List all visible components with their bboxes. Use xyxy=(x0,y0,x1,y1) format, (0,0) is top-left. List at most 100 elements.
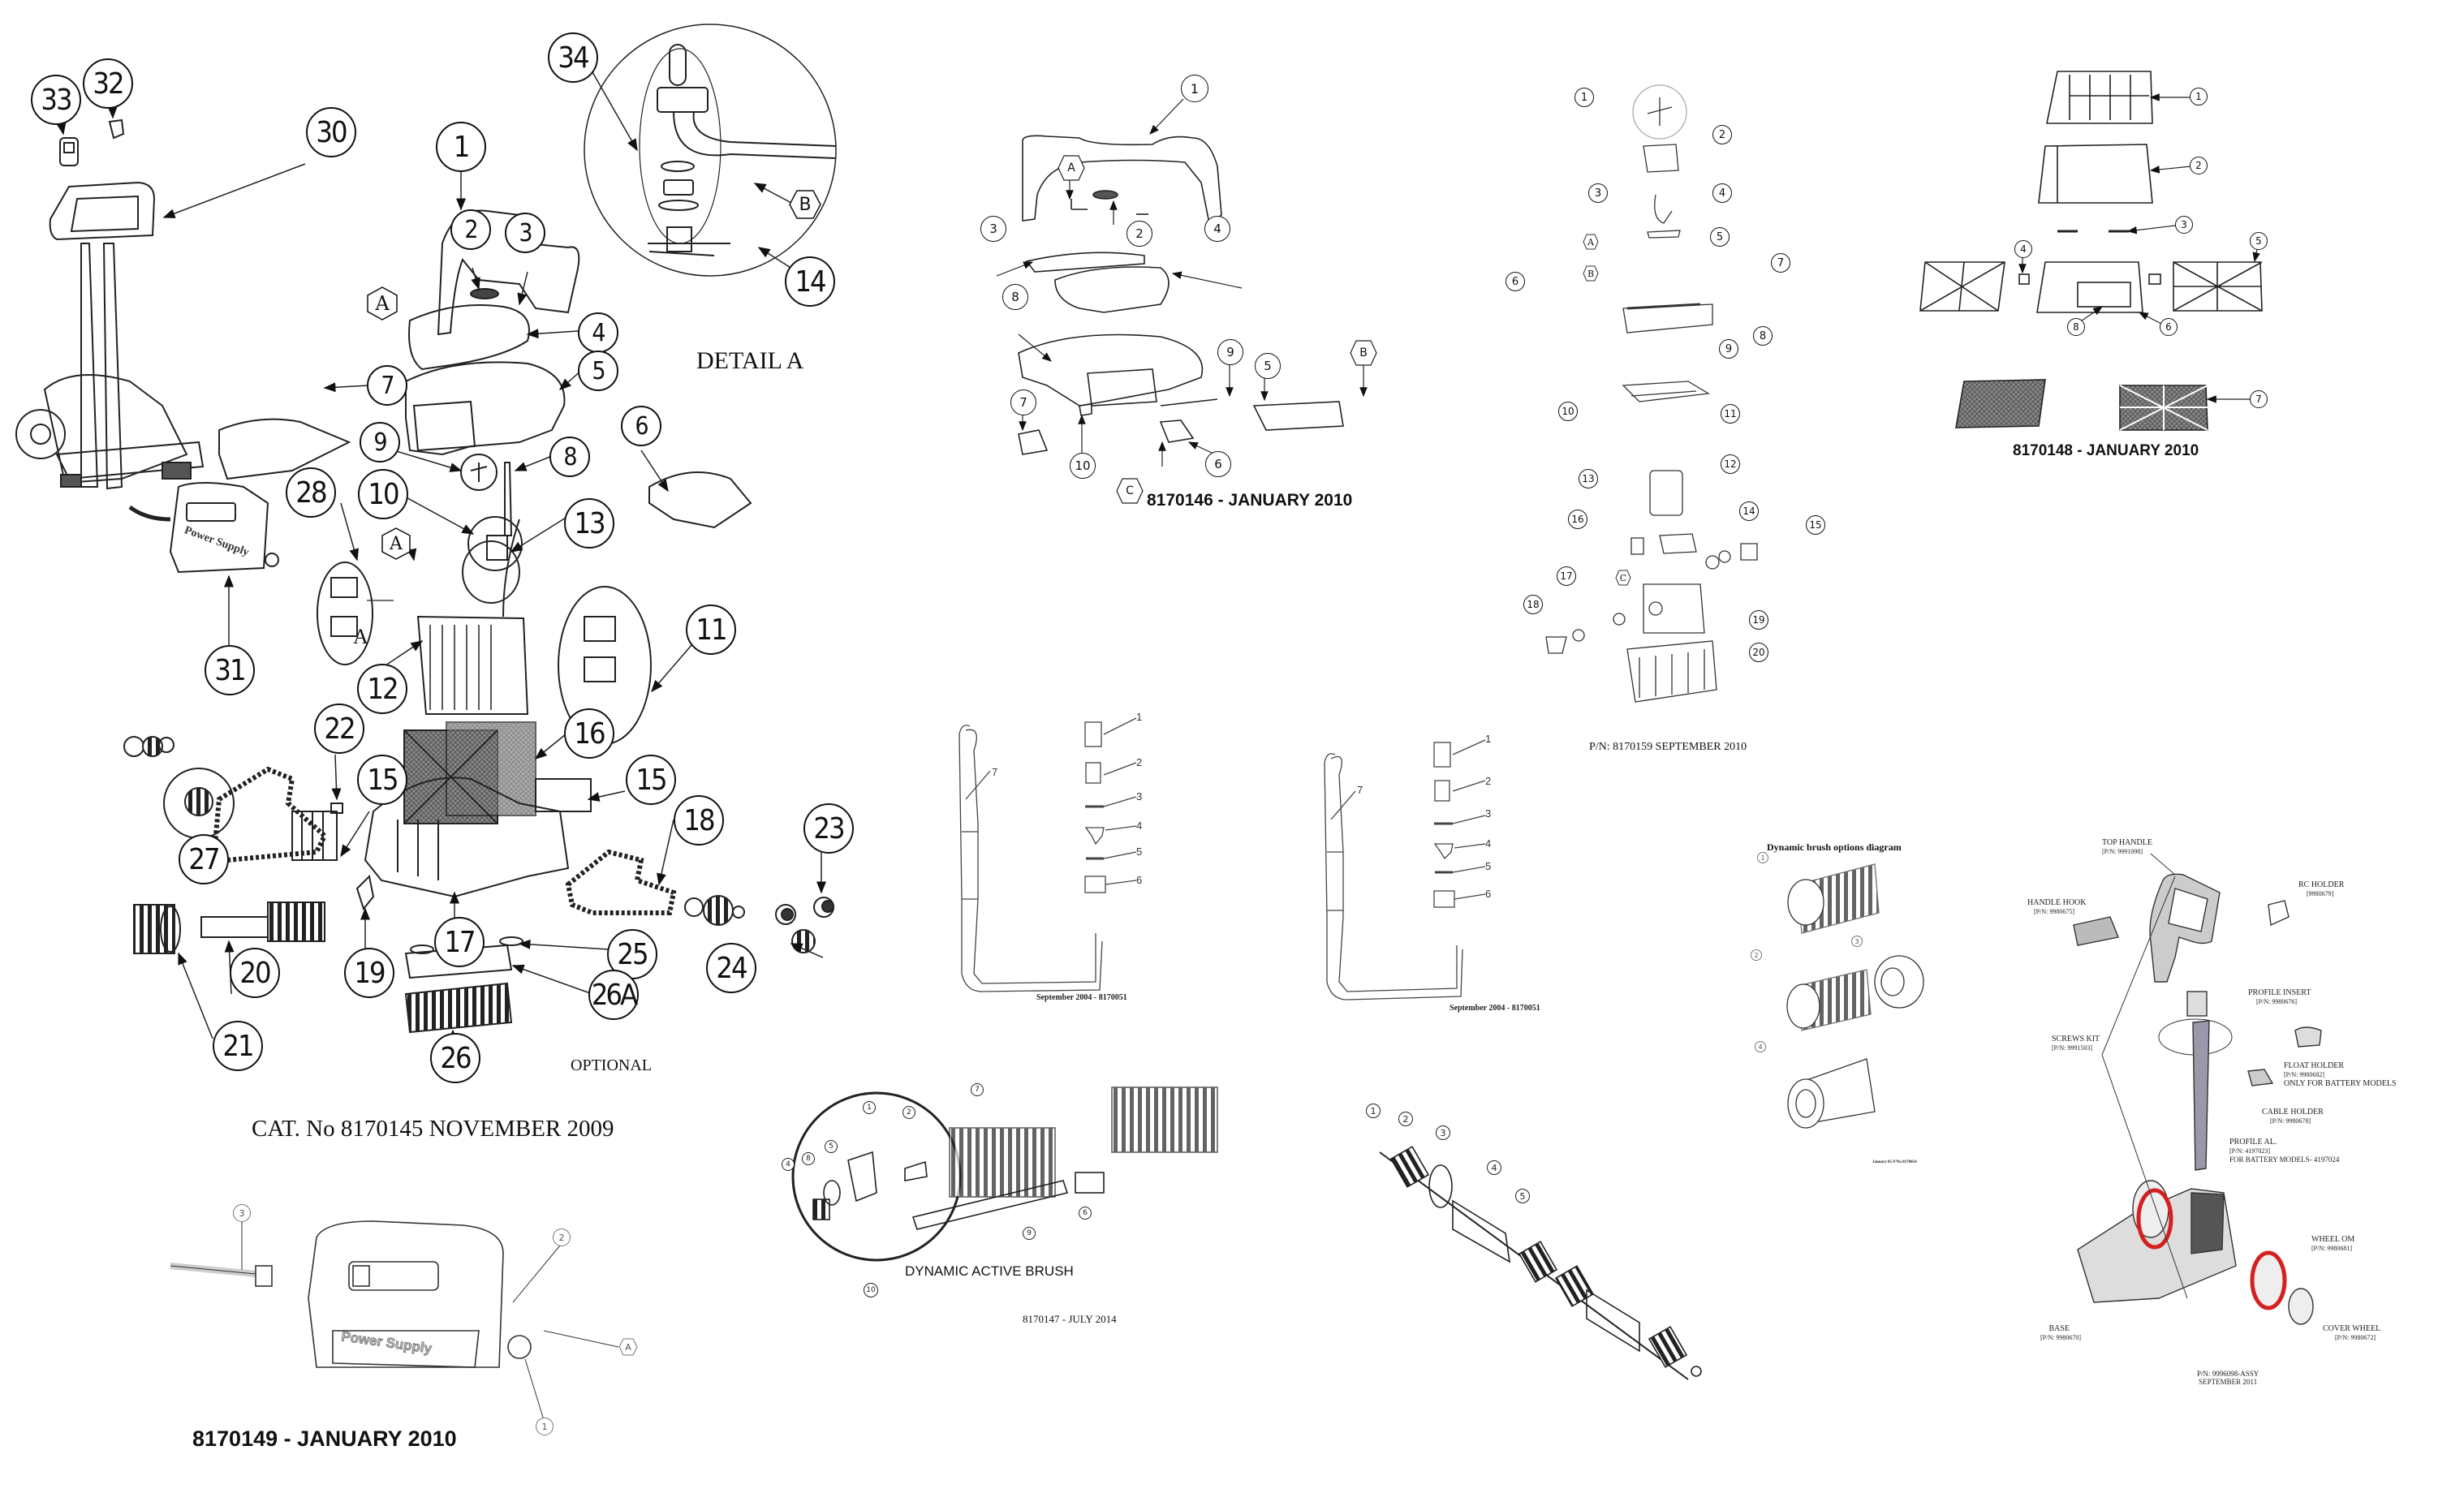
part-name: COVER WHEEL xyxy=(2323,1324,2381,1333)
callout-3: 3 xyxy=(980,216,1006,242)
callout-9: 9 xyxy=(360,422,400,463)
callout-8: 8 xyxy=(549,437,590,477)
callout-21: 21 xyxy=(213,1021,263,1071)
callout-4: 4 xyxy=(1755,1041,1766,1052)
callout-2: 2 xyxy=(1398,1112,1413,1126)
callout-3: 3 xyxy=(1436,1125,1450,1140)
leader-1: 1 xyxy=(1485,733,1492,745)
callout-10: 10 xyxy=(1070,453,1096,479)
callout-23: 23 xyxy=(803,803,854,854)
callout-11: 11 xyxy=(1721,404,1740,424)
letter-callout-c: C xyxy=(1615,570,1631,586)
part-number: [9980679] xyxy=(2307,890,2334,897)
leader-4: 4 xyxy=(1136,820,1143,832)
callout-19: 19 xyxy=(344,948,394,998)
callout-2: 2 xyxy=(902,1106,915,1119)
callout-24: 24 xyxy=(706,943,756,993)
callout-5: 5 xyxy=(825,1140,838,1153)
callout-6: 6 xyxy=(1079,1207,1092,1220)
active-brush-title: DYNAMIC ACTIVE BRUSH xyxy=(905,1263,1074,1279)
callout-1: 1 xyxy=(1757,852,1768,863)
part-note: FOR BATTERY MODELS- 4197024 xyxy=(2229,1155,2340,1164)
caddy-drawing xyxy=(15,163,306,490)
caddy-part-number: P/N: 9996098-ASSY xyxy=(2197,1370,2259,1378)
part-number: [P/N: 9991098] xyxy=(2102,848,2143,855)
callout-3: 3 xyxy=(505,213,545,253)
callout-1: 1 xyxy=(1366,1104,1381,1118)
part-number: [P/N: 9991503] xyxy=(2052,1044,2092,1052)
optional-label: OPTIONAL xyxy=(571,1056,652,1074)
callout-4: 4 xyxy=(1204,216,1230,242)
callout-5: 5 xyxy=(1255,353,1281,379)
callout-6: 6 xyxy=(1506,272,1525,291)
letter-callout-a: A xyxy=(1058,154,1085,182)
cable-a-caption: September 2004 - 8170051 xyxy=(1036,993,1127,1002)
power-supply-badge: Power Supply xyxy=(183,524,251,559)
callout-6: 6 xyxy=(621,406,661,446)
callout-19: 19 xyxy=(1749,610,1768,630)
callout-17: 17 xyxy=(434,917,485,967)
caddy-footer: P/N: 9996098-ASSY SEPTEMBER 2011 xyxy=(2197,1370,2259,1386)
part-name: WHEEL OM xyxy=(2311,1235,2355,1244)
letter-callout-b: B xyxy=(1350,339,1377,367)
callout-10: 10 xyxy=(358,469,408,519)
callout-15: 15 xyxy=(1806,515,1825,535)
leader-2: 2 xyxy=(1136,756,1143,768)
callout-17: 17 xyxy=(1557,566,1576,586)
leader-5: 5 xyxy=(1485,860,1492,872)
callout-5: 5 xyxy=(1710,227,1730,247)
part-name: RC HOLDER xyxy=(2298,880,2345,889)
part-note: ONLY FOR BATTERY MODELS xyxy=(2284,1079,2397,1088)
callout-12: 12 xyxy=(1721,454,1740,474)
part-number: [P/N: 9980672] xyxy=(2335,1334,2376,1341)
callout-7: 7 xyxy=(1771,253,1790,273)
callout-20: 20 xyxy=(230,948,280,998)
leader-2: 2 xyxy=(1485,775,1492,787)
callout-18: 18 xyxy=(1523,595,1543,614)
callout-1: 1 xyxy=(2190,88,2208,105)
callout-5: 5 xyxy=(2250,232,2268,250)
callout-6: 6 xyxy=(2160,318,2178,336)
letter-callout-a-top: A xyxy=(365,286,399,321)
callout-1: 1 xyxy=(536,1418,554,1435)
callout-14: 14 xyxy=(785,256,835,307)
part-name: TOP HANDLE xyxy=(2102,838,2152,847)
callout-14: 14 xyxy=(1739,501,1759,521)
callout-5: 5 xyxy=(1515,1189,1530,1203)
callout-2: 2 xyxy=(1712,125,1732,144)
caddy-date: SEPTEMBER 2011 xyxy=(2199,1378,2258,1386)
callout-3: 3 xyxy=(1588,183,1608,203)
cable-b-caption: September 2004 - 8170051 xyxy=(1450,1004,1540,1013)
part-number: [P/N: 9980682] xyxy=(2284,1071,2324,1078)
leader-7: 7 xyxy=(992,766,998,778)
part-number: [P/N: 9980678] xyxy=(2270,1117,2311,1125)
callout-8: 8 xyxy=(802,1152,815,1165)
callout-4: 4 xyxy=(1712,183,1732,203)
part-number: [P/N: 4197023] xyxy=(2229,1147,2270,1155)
callout-2: 2 xyxy=(553,1228,571,1246)
leader-1: 1 xyxy=(1136,711,1143,723)
callout-32: 32 xyxy=(83,58,133,109)
callout-2: 2 xyxy=(1751,949,1762,961)
part-name: HANDLE HOOK xyxy=(2027,898,2087,907)
part-base: BASE [P/N: 9980670] xyxy=(2040,1324,2081,1342)
callout-10: 10 xyxy=(1558,402,1578,421)
callout-7: 7 xyxy=(1010,389,1036,415)
part-name: CABLE HOLDER xyxy=(2262,1108,2324,1117)
callout-1: 1 xyxy=(436,122,486,172)
callout-8: 8 xyxy=(1753,326,1773,346)
brush-options-title: Dynamic brush options diagram xyxy=(1767,841,1902,853)
callout-7: 7 xyxy=(367,365,407,406)
callout-20: 20 xyxy=(1749,643,1768,662)
callout-1: 1 xyxy=(1574,88,1594,107)
part-float-holder: FLOAT HOLDER [P/N: 9980682] ONLY FOR BAT… xyxy=(2284,1061,2397,1088)
letter-callout-a-mid: A xyxy=(380,527,412,560)
leader-6: 6 xyxy=(1485,888,1492,900)
callout-1: 1 xyxy=(863,1101,876,1114)
callout-28: 28 xyxy=(286,467,336,518)
callout-15-right: 15 xyxy=(626,755,676,805)
callout-33: 31 xyxy=(205,645,255,695)
callout-26: 26 xyxy=(430,1033,480,1083)
callout-12: 12 xyxy=(357,664,407,714)
